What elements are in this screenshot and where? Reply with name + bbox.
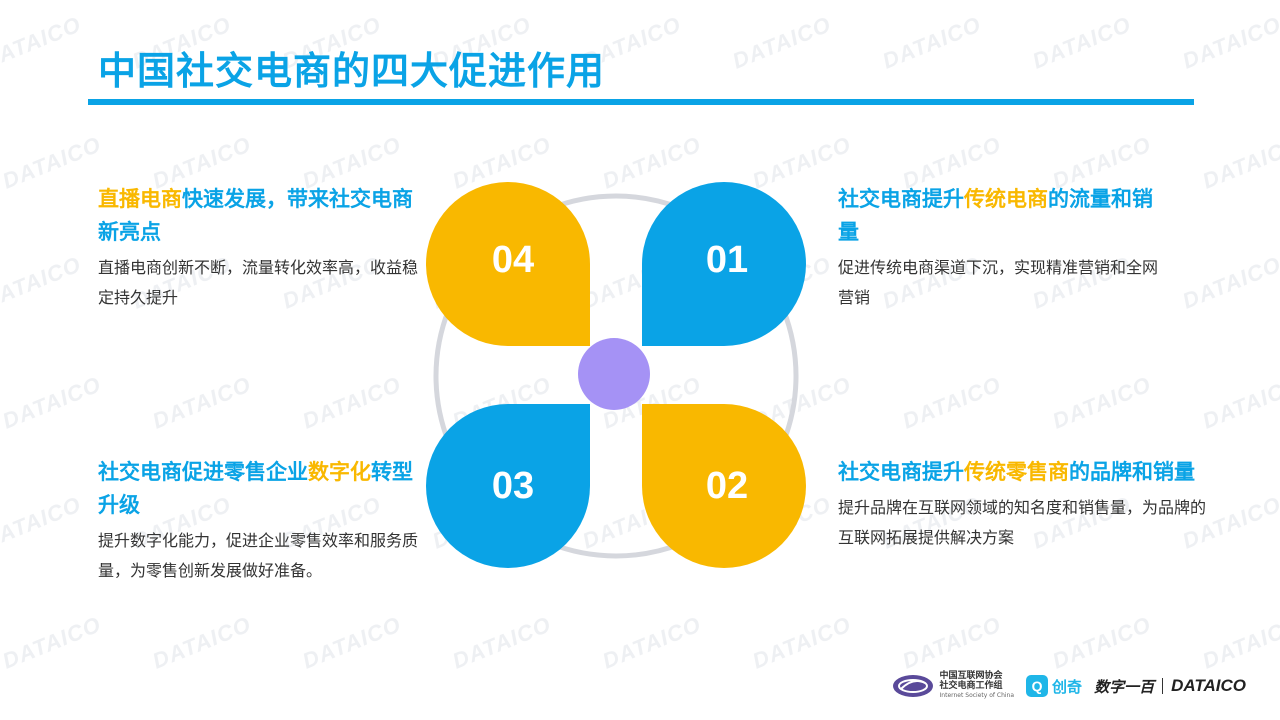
watermark: DATAICO bbox=[1048, 611, 1155, 674]
watermark: DATAICO bbox=[748, 611, 855, 674]
center-dot bbox=[578, 338, 650, 410]
watermark: DATAICO bbox=[898, 371, 1005, 434]
watermark: DATAICO bbox=[878, 11, 985, 74]
footer-logos: 中国互联网协会 社交电商工作组 Internet Society of Chin… bbox=[891, 668, 1246, 704]
watermark: DATAICO bbox=[1178, 11, 1280, 74]
petal-01-label: 01 bbox=[706, 239, 748, 281]
watermark: DATAICO bbox=[0, 371, 105, 434]
watermark: DATAICO bbox=[1198, 611, 1280, 674]
point-traditional-ecommerce: 社交电商提升传统电商的流量和销量 促进传统电商渠道下沉，实现精准营销和全网营销 bbox=[838, 183, 1168, 313]
watermark: DATAICO bbox=[0, 11, 85, 74]
point-retailer-brand: 社交电商提升传统零售商的品牌和销量 提升品牌在互联网领域的知名度和销售量，为品牌… bbox=[838, 456, 1208, 553]
petal-diagram: 04 01 03 02 bbox=[420, 170, 820, 590]
chuangqi-logo: Q 创奇 bbox=[1026, 675, 1082, 697]
petal-01 bbox=[642, 182, 806, 346]
watermark: DATAICO bbox=[448, 611, 555, 674]
watermark: DATAICO bbox=[1048, 371, 1155, 434]
petal-03 bbox=[426, 404, 590, 568]
watermark: DATAICO bbox=[0, 131, 105, 194]
point-retailer-brand-desc: 提升品牌在互联网领域的知名度和销售量，为品牌的互联网拓展提供解决方案 bbox=[838, 498, 1207, 547]
watermark: DATAICO bbox=[898, 611, 1005, 674]
shuzi-yibai-logo: 数字一百 bbox=[1094, 677, 1155, 696]
page-title: 中国社交电商的四大促进作用 bbox=[98, 49, 606, 93]
point-traditional-ecommerce-desc: 促进传统电商渠道下沉，实现精准营销和全网营销 bbox=[838, 258, 1159, 307]
dataico-logo: DATAICO bbox=[1171, 676, 1246, 695]
watermark: DATAICO bbox=[598, 611, 705, 674]
point-digital-transformation-desc: 提升数字化能力，促进企业零售效率和服务质量，为零售创新发展做好准备。 bbox=[98, 531, 419, 580]
point-livestream-desc: 直播电商创新不断，流量转化效率高，收益稳定持久提升 bbox=[98, 258, 419, 307]
petal-04 bbox=[426, 182, 590, 347]
watermark: DATAICO bbox=[1178, 251, 1280, 314]
point-livestream-heading: 直播电商快速发展，带来社交电商新亮点 bbox=[98, 187, 413, 244]
petal-02 bbox=[642, 404, 806, 568]
point-traditional-ecommerce-heading: 社交电商提升传统电商的流量和销量 bbox=[838, 187, 1153, 244]
watermark: DATAICO bbox=[728, 11, 835, 74]
title-underline bbox=[88, 99, 1194, 105]
petal-03-label: 03 bbox=[492, 465, 534, 507]
watermark: DATAICO bbox=[1198, 131, 1280, 194]
background-ring bbox=[433, 193, 799, 559]
watermark: DATAICO bbox=[148, 371, 255, 434]
logo-divider bbox=[1162, 678, 1164, 694]
point-digital-transformation: 社交电商促进零售企业数字化转型升级 提升数字化能力，促进企业零售效率和服务质量，… bbox=[98, 456, 428, 586]
chuangqi-q-icon: Q bbox=[1026, 675, 1049, 697]
point-livestream: 直播电商快速发展，带来社交电商新亮点 直播电商创新不断，流量转化效率高，收益稳定… bbox=[98, 183, 428, 313]
watermark: DATAICO bbox=[0, 251, 85, 314]
isc-emblem-icon bbox=[892, 675, 933, 697]
watermark: DATAICO bbox=[1198, 371, 1280, 434]
point-retailer-brand-heading: 社交电商提升传统零售商的品牌和销量 bbox=[838, 460, 1195, 484]
watermark: DATAICO bbox=[298, 611, 405, 674]
watermark: DATAICO bbox=[0, 491, 85, 554]
isc-logo: 中国互联网协会 社交电商工作组 Internet Society of Chin… bbox=[891, 671, 1014, 701]
petal-02-label: 02 bbox=[706, 465, 748, 507]
watermark: DATAICO bbox=[298, 371, 405, 434]
watermark: DATAICO bbox=[148, 611, 255, 674]
watermark: DATAICO bbox=[0, 611, 105, 674]
point-digital-transformation-heading: 社交电商促进零售企业数字化转型升级 bbox=[98, 460, 413, 517]
watermark: DATAICO bbox=[1028, 11, 1135, 74]
petal-04-label: 04 bbox=[492, 239, 534, 281]
